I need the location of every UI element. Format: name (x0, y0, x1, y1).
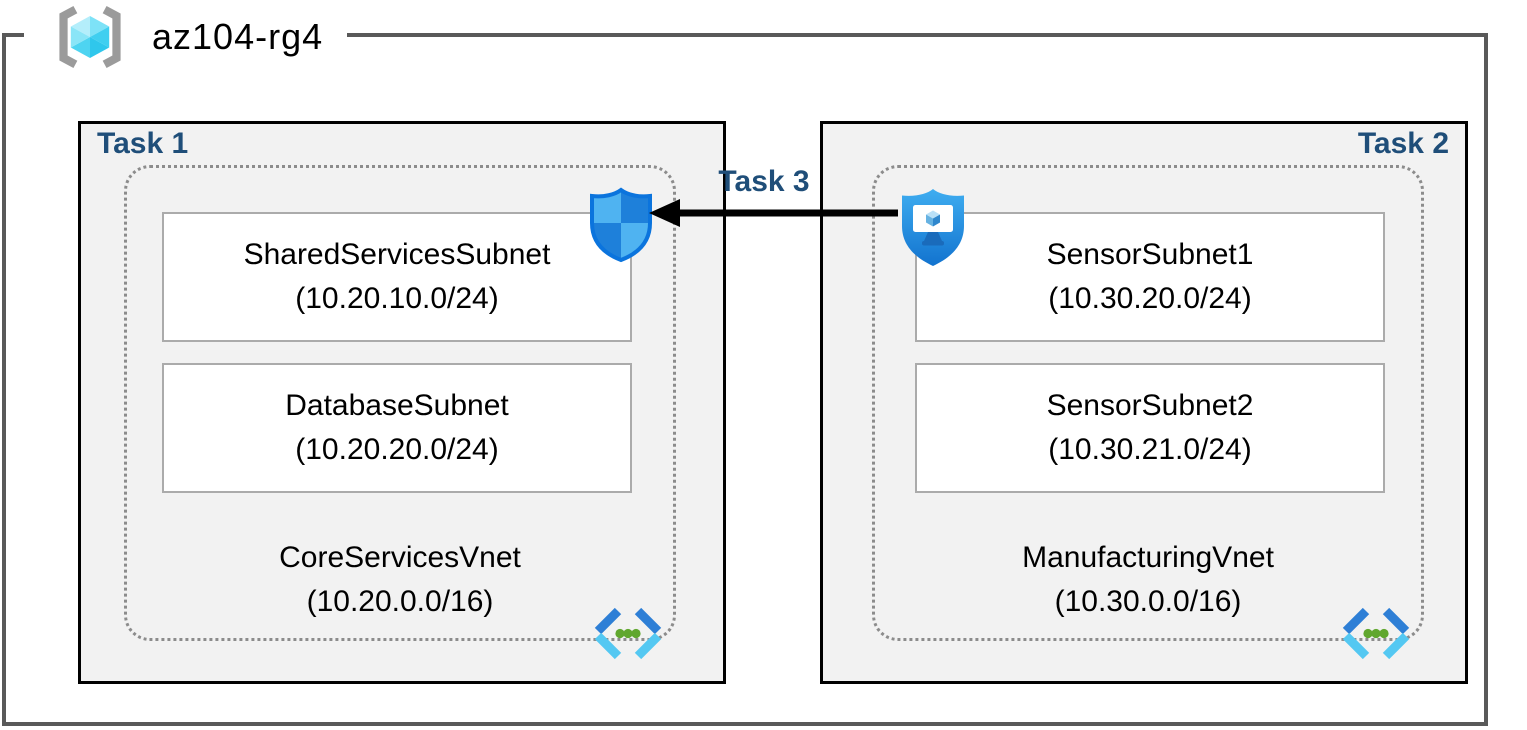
resource-group-label: az104-rg4 (152, 16, 324, 57)
subnet-cidr: (10.30.21.0/24) (1048, 433, 1252, 466)
subnet-sensor1-box: SensorSubnet1 (10.30.20.0/24) (915, 212, 1385, 342)
vnet-manufacturing-box: SensorSubnet1 (10.30.20.0/24) SensorSubn… (872, 165, 1424, 660)
vnet-name-text: CoreServicesVnet (279, 541, 521, 574)
subnet-sharedservices-box: SharedServicesSubnet (10.20.10.0/24) (162, 212, 632, 342)
subnet-name: SensorSubnet1 (1046, 238, 1254, 271)
virtual-network-icon (594, 607, 662, 660)
subnet-database-box: DatabaseSubnet (10.20.20.0/24) (162, 363, 632, 493)
subnet-cidr: (10.30.20.0/24) (1048, 282, 1252, 315)
vnet-name-text: ManufacturingVnet (1022, 541, 1274, 574)
subnet-name: SensorSubnet2 (1046, 389, 1254, 422)
resource-group-box: az104-rg4 Task 1 SharedServicesSubnet (1… (2, 4, 1488, 726)
vnet-coreservices-box: SharedServicesSubnet (10.20.10.0/24) Dat… (124, 165, 676, 660)
vnet-manufacturing-name: ManufacturingVnet (10.30.0.0/16) (875, 536, 1421, 624)
bastion-icon (902, 189, 964, 266)
subnet-cidr: (10.20.20.0/24) (295, 433, 499, 466)
task1-box: Task 1 SharedServicesSubnet (10.20.10.0/… (78, 121, 726, 684)
subnet-sensor2-box: SensorSubnet2 (10.30.21.0/24) (915, 363, 1385, 493)
vnet-cidr-text: (10.20.0.0/16) (306, 585, 494, 618)
resource-group-title: az104-rg4 (24, 4, 348, 70)
resource-group-icon (59, 5, 121, 69)
subnet-name: DatabaseSubnet (285, 389, 509, 422)
task3-label: Task 3 (718, 165, 810, 198)
virtual-network-icon (1342, 607, 1410, 660)
task2-label: Task 2 (1357, 127, 1449, 160)
network-security-group-icon (590, 187, 652, 263)
subnet-name: SharedServicesSubnet (243, 238, 551, 271)
arrow-left-icon (649, 199, 898, 227)
vnet-coreservices-name: CoreServicesVnet (10.20.0.0/16) (127, 536, 673, 624)
task1-label: Task 1 (97, 127, 189, 160)
vnet-cidr-text: (10.30.0.0/16) (1054, 585, 1242, 618)
subnet-cidr: (10.20.10.0/24) (295, 282, 499, 315)
